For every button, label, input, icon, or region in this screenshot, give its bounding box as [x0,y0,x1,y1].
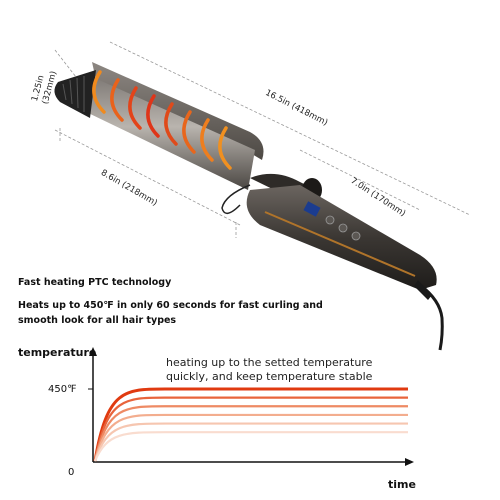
chart-y-label: temperature [18,346,97,359]
accent-stripe [264,211,416,277]
handle [246,185,437,290]
y-tick-450: 450℉ [48,384,77,395]
y-tick-0: 0 [68,467,75,478]
chart-annotation: heating up to the setted temperature qui… [166,356,373,383]
feature-description: Heats up to 450℉ in only 60 seconds for … [18,300,323,326]
heat-coils [92,70,232,170]
heat-curve-6 [93,431,408,462]
x-axis-arrow [405,458,414,466]
control-button [351,231,361,241]
heat-curve-4 [93,413,408,462]
feature-headline: Fast heating PTC technology [18,277,172,288]
y-axis-arrow [89,347,97,356]
chart-x-label: time [388,478,416,491]
lcd-display [303,201,321,217]
heat-curve-5 [93,422,408,462]
control-button [325,215,335,225]
stand-wire [221,184,251,214]
control-button [338,223,348,233]
cool-tip [54,70,96,118]
